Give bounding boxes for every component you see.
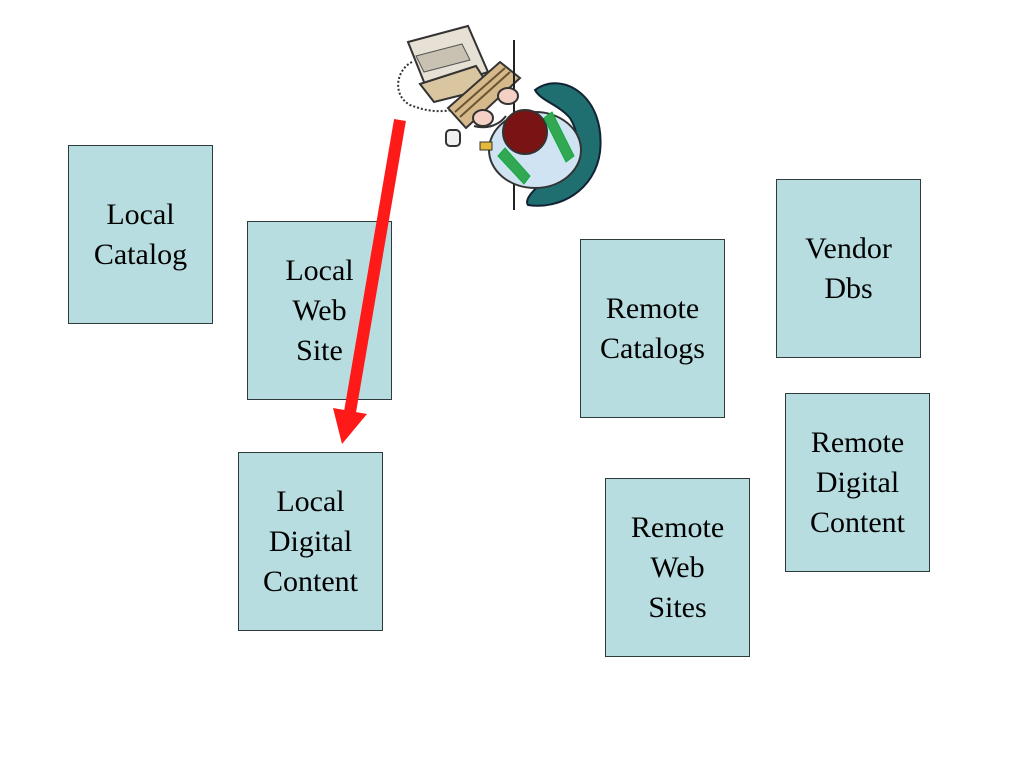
label-line: Vendor (805, 231, 892, 265)
label-line: Local (106, 197, 175, 231)
label-line: Sites (648, 590, 707, 624)
label-line: Local (276, 484, 345, 518)
label-line: Digital (815, 465, 900, 499)
label-line: Digital (268, 524, 353, 558)
local-catalog-label: Local Catalog (94, 195, 187, 275)
label-line: Catalogs (600, 331, 705, 365)
label-line: Local (285, 253, 354, 287)
remote-web-sites-box: Remote Web Sites (605, 478, 750, 657)
arrow-shaft (344, 118, 406, 414)
vendor-dbs-box: Vendor Dbs (776, 179, 921, 358)
label-line: Site (296, 333, 343, 367)
label-line: Content (263, 564, 358, 598)
label-line: Remote (810, 425, 905, 459)
person-icon (472, 87, 582, 189)
local-catalog-box: Local Catalog (68, 145, 213, 324)
mouse-icon (445, 129, 461, 147)
remote-web-sites-label: Remote Web Sites (631, 508, 724, 628)
label-line: Remote (630, 510, 725, 544)
label-line: Remote (605, 291, 700, 325)
local-web-site-label: Local Web Site (285, 251, 353, 371)
label-line: Web (292, 293, 347, 327)
label-line: Dbs (824, 271, 873, 305)
remote-catalogs-box: Remote Catalogs (580, 239, 725, 418)
label-line: Content (810, 505, 905, 539)
remote-digital-content-label: Remote Digital Content (810, 423, 905, 543)
label-line: Catalog (93, 237, 188, 271)
local-digital-content-label: Local Digital Content (263, 482, 358, 602)
cable-icon (397, 61, 453, 113)
monitor-icon (406, 24, 492, 104)
local-digital-content-box: Local Digital Content (238, 452, 383, 631)
arrow-head-icon (333, 408, 367, 444)
keyboard-icon (446, 60, 522, 130)
vendor-dbs-label: Vendor Dbs (805, 229, 892, 309)
label-line: Web (650, 550, 705, 584)
remote-digital-content-box: Remote Digital Content (785, 393, 930, 572)
remote-catalogs-label: Remote Catalogs (600, 289, 705, 369)
chair-icon (526, 82, 602, 207)
